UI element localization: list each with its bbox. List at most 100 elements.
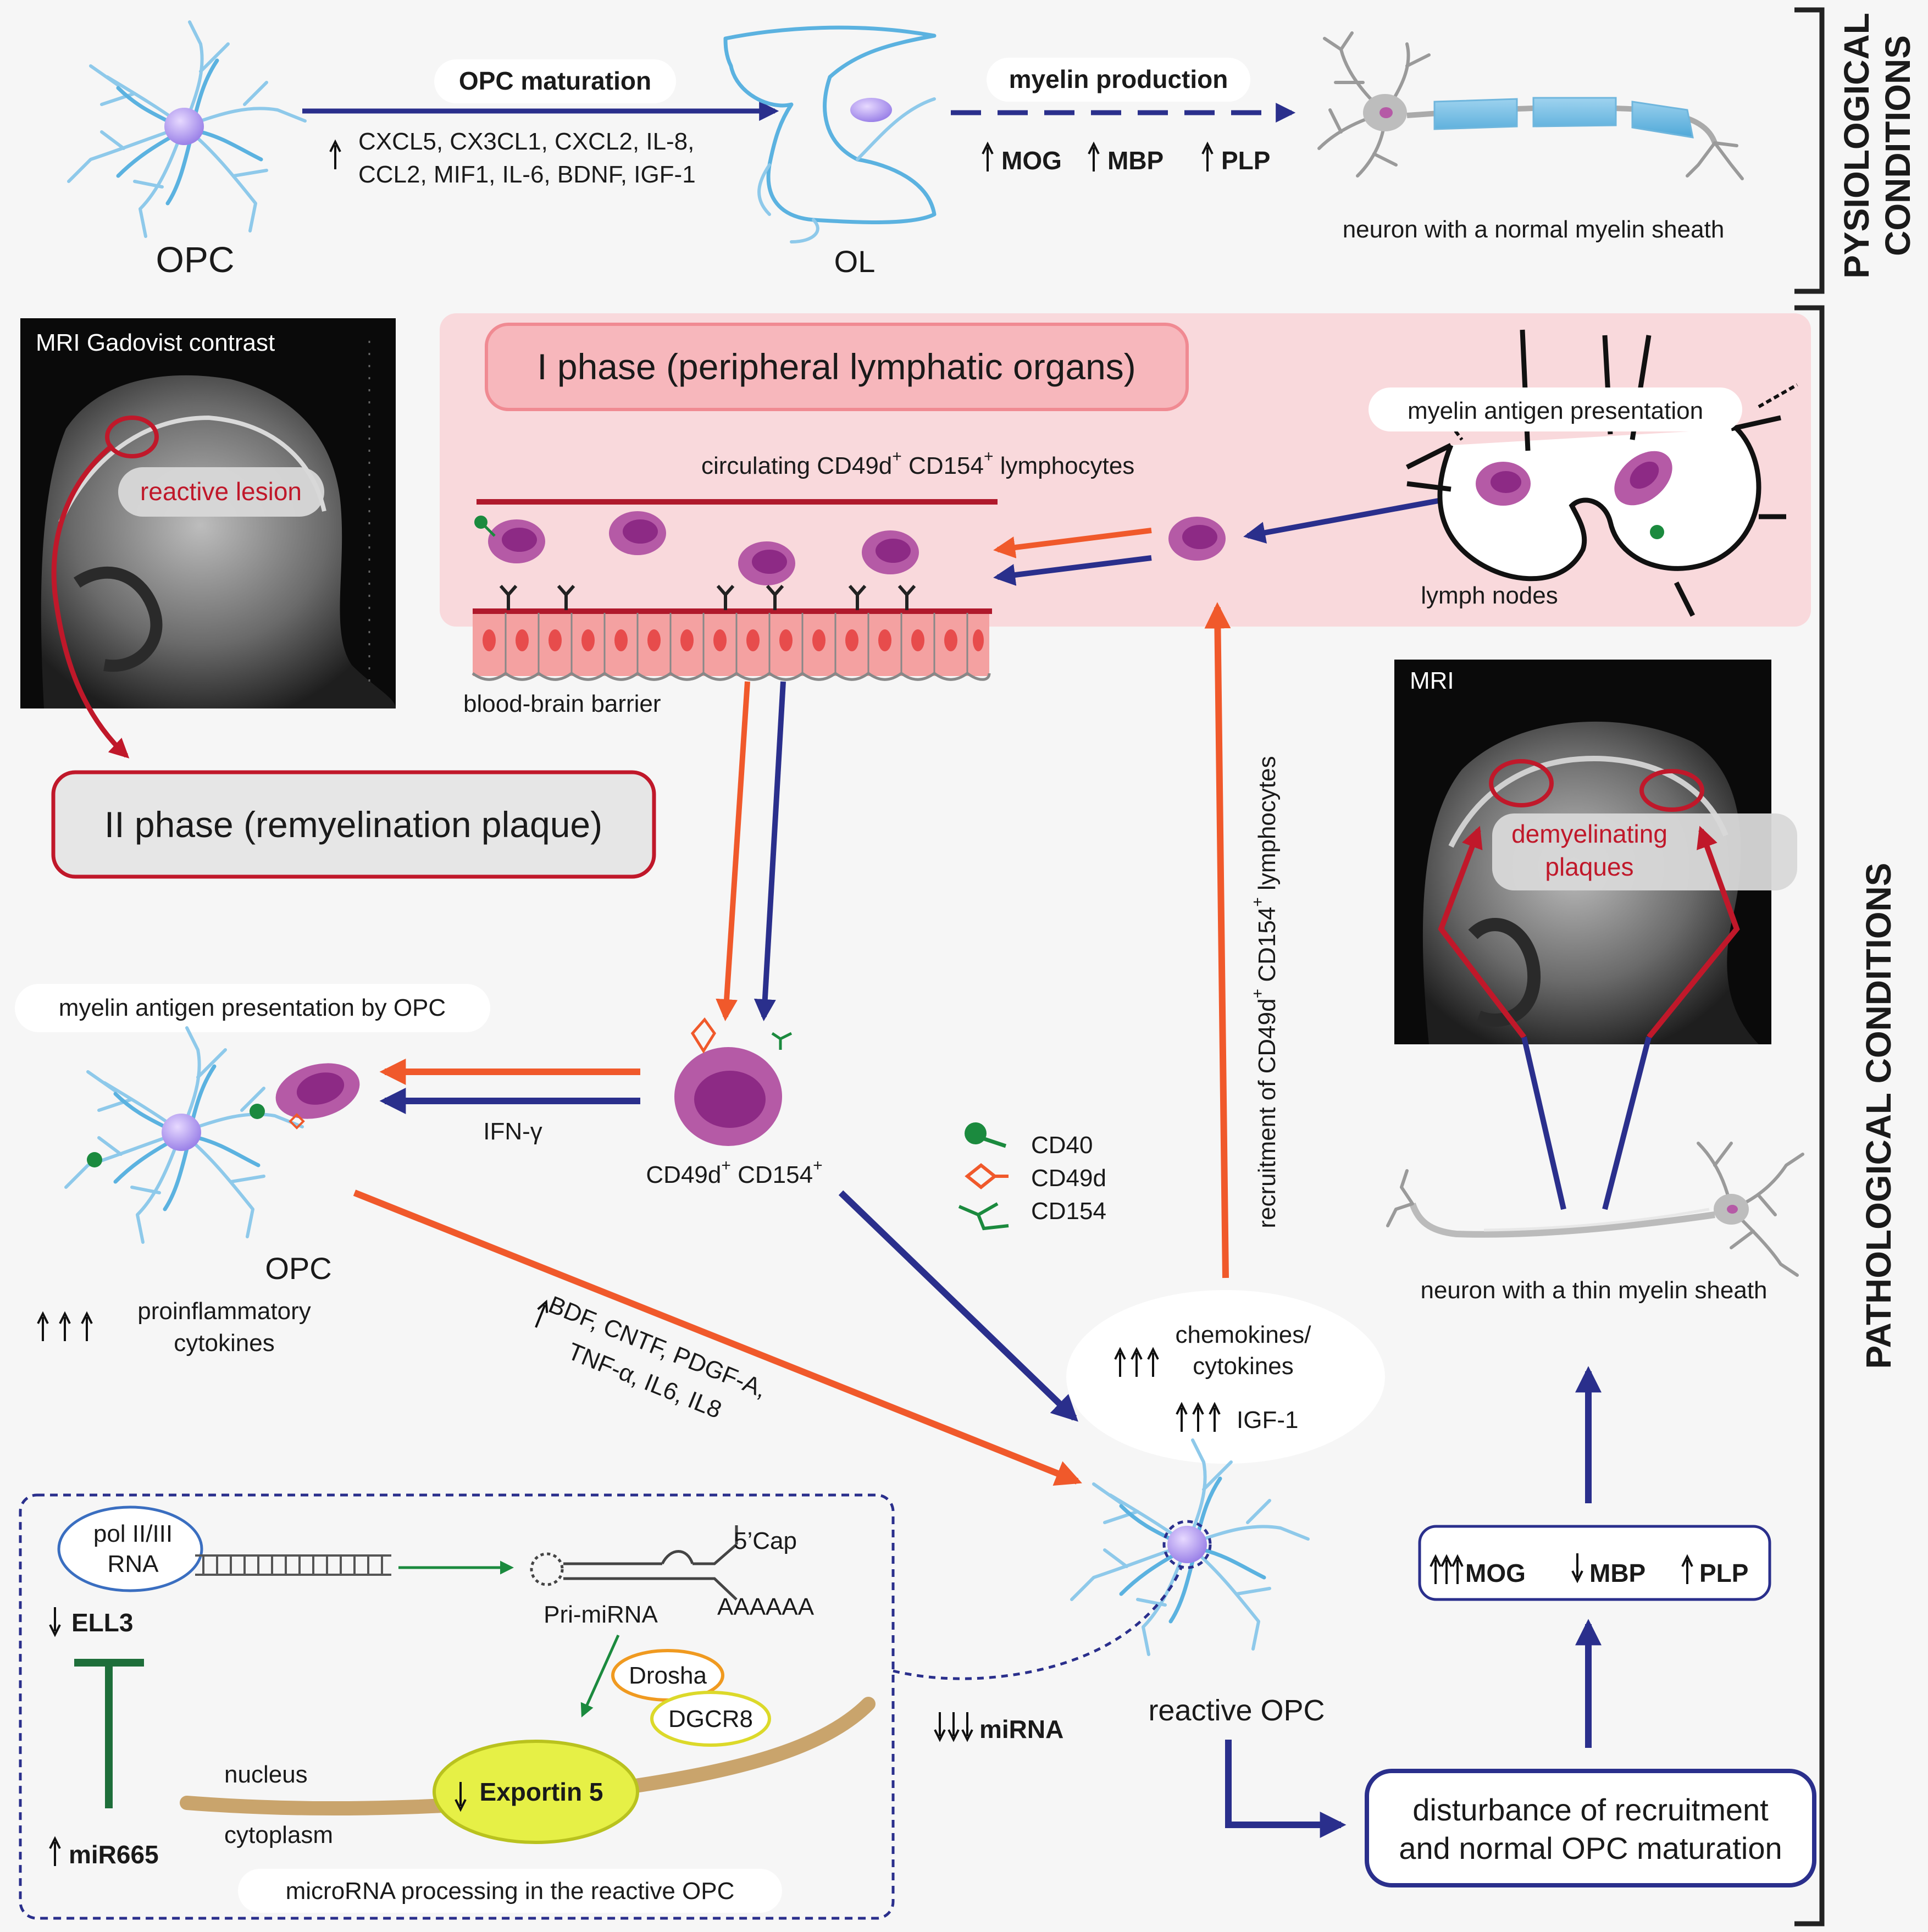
neuron-thin-myelin [1386,1142,1804,1277]
orange-arrow-phase1 [993,528,1152,558]
red-arrow-right [1647,826,1740,1039]
up-arrow-icon [1201,143,1214,173]
lymphocyte-traveling [1168,517,1226,561]
lymphocyte-3 [738,541,795,585]
ell3-label: ELL3 [71,1608,133,1637]
red-arrow-left [1438,826,1526,1039]
mirna-caption: microRNA processing in the reactive OPC [286,1878,735,1905]
lesion-circle [105,416,159,458]
down-arrow-icon [961,1711,973,1741]
lymphocyte-large [674,1017,793,1146]
recruitment-arrow [1204,602,1231,1278]
plaque-circle-left [1489,759,1554,807]
bbb-label: blood-brain barrier [463,690,661,717]
marker-plp: PLP [1699,1559,1748,1587]
lesion-pill [118,467,324,517]
nucleus-label: nucleus [224,1761,308,1788]
rna-ladder [195,1554,391,1576]
myelin-pill [987,58,1250,102]
phase2-title: II phase (remyelination plaque) [104,804,602,845]
reactive-nucleus-ring [1162,1520,1212,1569]
disturbance-line-1: disturbance of recruitment [1412,1792,1769,1827]
disturbance-box [1365,1769,1816,1887]
lymphocyte-1 [488,519,545,563]
maturation-pill [434,59,676,103]
physiological-bracket [1794,7,1825,294]
phase2-box [51,770,656,879]
mri-top-title: MRI Gadovist contrast [36,329,275,356]
chemokines-line-1: chemokines/ [1175,1321,1311,1348]
lymph-nodes [1405,329,1798,617]
navy-arrow-bbb-down [754,681,786,1021]
chemokines-line-2: cytokines [1193,1353,1293,1380]
lymphocyte-large-label: CD49d+ CD154+ [646,1156,822,1188]
pol-line-1: pol II/III [93,1520,173,1547]
dgcr8-label: DGCR8 [668,1706,753,1732]
navy-arrow-phase1 [993,555,1152,586]
physiological-label-2: CONDITIONS [1878,35,1918,256]
up-arrow-icon [982,143,994,173]
maturation-pill-text: OPC maturation [459,67,651,95]
up-arrow-icon [49,1837,61,1867]
mirna-link [893,1566,1183,1680]
cytoplasm-label: cytoplasm [224,1822,333,1848]
disturbance-line-2: and normal OPC maturation [1399,1831,1782,1865]
cytokines-line-1: proinflammatory [137,1298,311,1325]
opc-left-pill-text: myelin antigen presentation by OPC [59,994,446,1021]
phase1-title: I phase (peripheral lymphatic organs) [537,346,1136,387]
up-arrow-icon [81,1313,93,1342]
marker-mog-top: MOG [1001,146,1062,175]
circulating-label: circulating CD49d+ CD154+ lymphocytes [701,447,1134,479]
mri-right-title: MRI [1410,667,1454,694]
green-arrow-2 [580,1634,620,1718]
marker-mog: MOG [1465,1559,1526,1587]
reactive-opc-cell [1072,1440,1308,1654]
opc-label-top: OPC [156,239,234,280]
ol-label: OL [834,244,876,279]
down-arrow-icon [49,1606,61,1636]
cap-label: 5’Cap [734,1527,797,1554]
maturation-factors-1: CXCL5, CX3CL1, CXCL2, IL-8, [358,128,694,155]
opc-cell-left [66,1028,302,1242]
navy-line-left [1521,1036,1566,1210]
marker-plp-top: PLP [1221,146,1270,175]
neuron-normal-caption: neuron with a normal myelin sheath [1343,216,1725,243]
down-arrow-icon [948,1711,960,1741]
igf-label: IGF-1 [1237,1407,1298,1433]
arrow-reactive-to-disturbance [1225,1740,1347,1838]
exportin-label: Exportin 5 [480,1778,603,1806]
plaque-circle-right [1639,769,1704,812]
polya-label: AAAAAA [717,1593,815,1620]
lymph-nodes-label: lymph nodes [1421,582,1558,609]
plaques-pill [1492,813,1797,890]
legend-cd40: CD40 [1031,1132,1093,1159]
drosha-label: Drosha [629,1662,707,1689]
navy-arrow-lymph-to-reactive [838,1190,1078,1422]
pol-rna-ellipse [57,1505,203,1592]
opc-cell-top [69,22,305,236]
dgcr8-ellipse [650,1691,771,1747]
lesion-to-phase2-arrow [51,443,130,759]
neuron-thin-caption: neuron with a thin myelin sheath [1420,1277,1767,1304]
myelin-pill-text: myelin production [1009,65,1228,93]
oligodendrocyte [723,25,937,243]
legend-cd154: CD154 [1031,1198,1106,1225]
neuron-normal-myelin [1317,31,1744,180]
physiological-label-1: PYSIOLOGICAL [1837,13,1876,279]
reactive-opc-label: reactive OPC [1148,1694,1325,1727]
pri-mirna-label: Pri-miRNA [544,1601,658,1628]
antigen-pill [1369,387,1742,431]
legend [958,1122,1009,1231]
mirna-label: miRNA [979,1715,1063,1743]
recruitment-label: recruitment of CD49d+ CD154+ lymphocytes [1249,756,1281,1228]
antigen-pill-text: myelin antigen presentation [1408,397,1703,424]
marker-mbp-top: MBP [1107,146,1164,175]
phase1-title-box [485,323,1189,411]
up-arrow-icon [329,141,341,170]
plaques-label-1: demyelinating [1511,820,1667,848]
ifn-label: IFN-γ [483,1118,542,1145]
lesion-label: reactive lesion [140,477,302,506]
pol-line-2: RNA [108,1551,159,1577]
pathological-label: PATHOLOGICAL CONDITIONS [1859,863,1898,1369]
